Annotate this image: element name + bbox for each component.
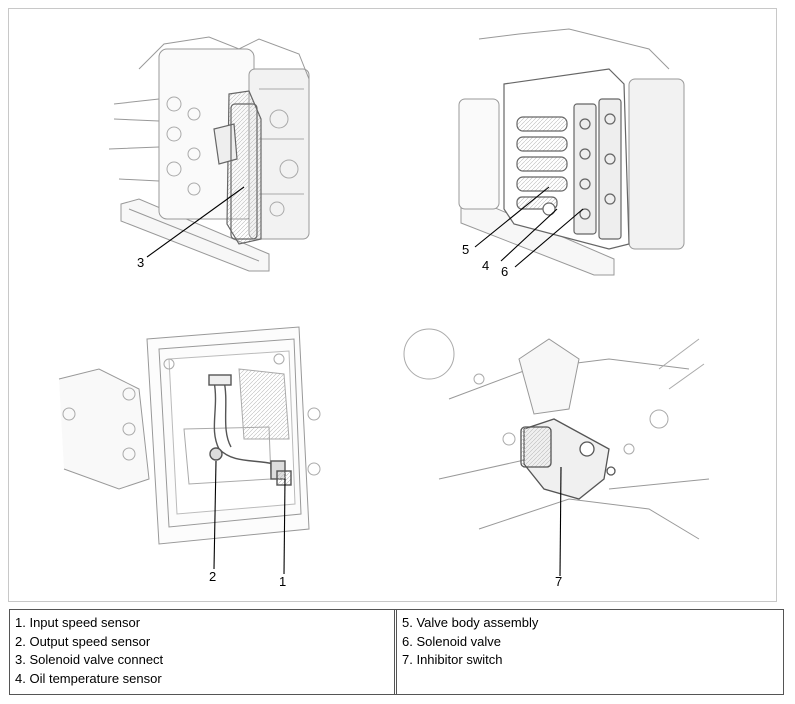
legend-table: 1. Input speed sensor 2. Output speed se… xyxy=(9,609,784,695)
legend-item: 5. Valve body assembly xyxy=(402,615,539,630)
legend-item: 6. Solenoid valve xyxy=(402,633,502,649)
callout-2: 2 xyxy=(209,569,216,584)
callout-7: 7 xyxy=(555,574,562,589)
valve-body-spools xyxy=(516,116,568,210)
callout-1: 1 xyxy=(279,574,286,589)
legend-item: 1. Input speed sensor xyxy=(15,615,141,630)
legend-item: 2. Output speed sensor xyxy=(15,633,151,649)
panel-valve-body xyxy=(458,28,685,276)
legend-item: 7. Inhibitor switch xyxy=(402,652,503,667)
sensor-harness xyxy=(208,374,292,486)
legend-item: 4. Oil temperature sensor xyxy=(15,670,162,686)
panel-solenoid-connector xyxy=(108,36,310,272)
panel-inhibitor-switch xyxy=(403,328,710,577)
callout-4: 4 xyxy=(482,258,489,273)
solenoid-connector-part xyxy=(213,90,262,245)
inhibitor-switch-part xyxy=(520,418,616,500)
legend-item: 3. Solenoid valve connect xyxy=(15,652,164,667)
solenoid-valve-stack xyxy=(573,98,622,240)
legend-column-right: 5. Valve body assembly 6. Solenoid valve… xyxy=(397,610,783,694)
callout-5: 5 xyxy=(462,242,469,257)
callout-3: 3 xyxy=(137,255,144,270)
panel-speed-sensors xyxy=(58,326,321,575)
illustration-frame: 3 5 4 6 2 1 7 xyxy=(8,8,777,602)
legend-column-left: 1. Input speed sensor 2. Output speed se… xyxy=(10,610,397,694)
callout-6: 6 xyxy=(501,264,508,279)
transmission-illustration: 3 5 4 6 2 1 7 xyxy=(58,28,710,589)
